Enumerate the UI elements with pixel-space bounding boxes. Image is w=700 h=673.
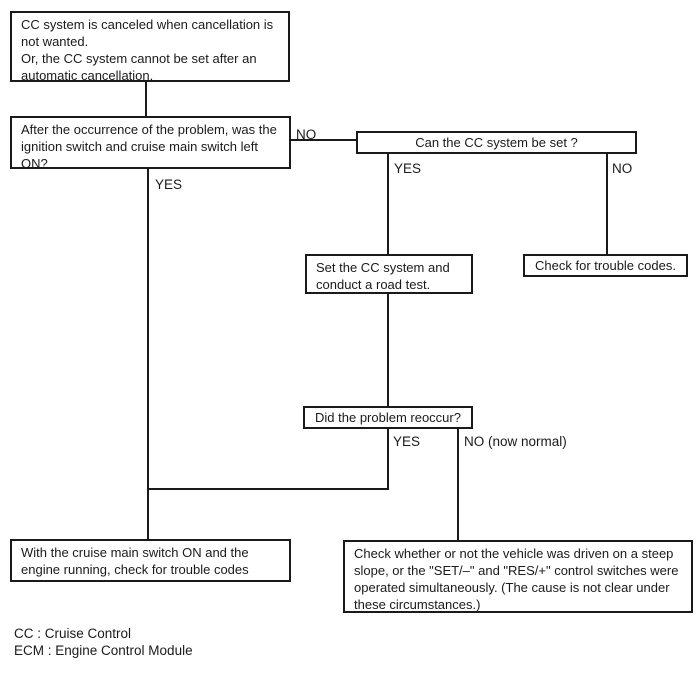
flowchart-box-check-trouble-codes: Check for trouble codes.	[523, 254, 688, 277]
flowchart-box-start-condition: CC system is canceled when cancellation …	[10, 11, 290, 83]
connector-roadtest-to-reoccur	[387, 293, 389, 406]
connector-start-to-ignition	[145, 81, 147, 117]
connector-reoccur-no-down	[457, 428, 459, 540]
branch-label-no-ignition: NO	[296, 127, 317, 142]
branch-label-yes-can-set: YES	[394, 161, 422, 176]
connector-canset-yes-down	[387, 153, 389, 254]
connector-join-horizontal	[147, 488, 389, 490]
flowchart-box-ignition-question: After the occurrence of the problem, was…	[10, 116, 291, 171]
flowchart-box-road-test: Set the CC system and conduct a road tes…	[305, 254, 473, 294]
connector-reoccur-yes-down	[387, 428, 389, 490]
connector-canset-no-down	[606, 153, 608, 254]
flowchart-box-reoccur-question: Did the problem reoccur?	[303, 406, 473, 429]
branch-label-yes-reoccur: YES	[393, 434, 421, 449]
connector-ignition-yes-down	[147, 168, 149, 539]
flowchart-box-steep-slope-check: Check whether or not the vehicle was dri…	[343, 540, 693, 613]
connector-ignition-no-to-canset	[290, 139, 356, 141]
branch-label-yes-ignition: YES	[155, 177, 183, 192]
branch-label-no-reoccur: NO (now normal)	[464, 434, 567, 449]
flowchart-box-can-set-question: Can the CC system be set ?	[356, 131, 637, 154]
abbreviation-legend: CC : Cruise Control ECM : Engine Control…	[14, 626, 193, 658]
flowchart-box-main-switch-check: With the cruise main switch ON and the e…	[10, 539, 291, 582]
branch-label-no-can-set: NO	[612, 161, 633, 176]
